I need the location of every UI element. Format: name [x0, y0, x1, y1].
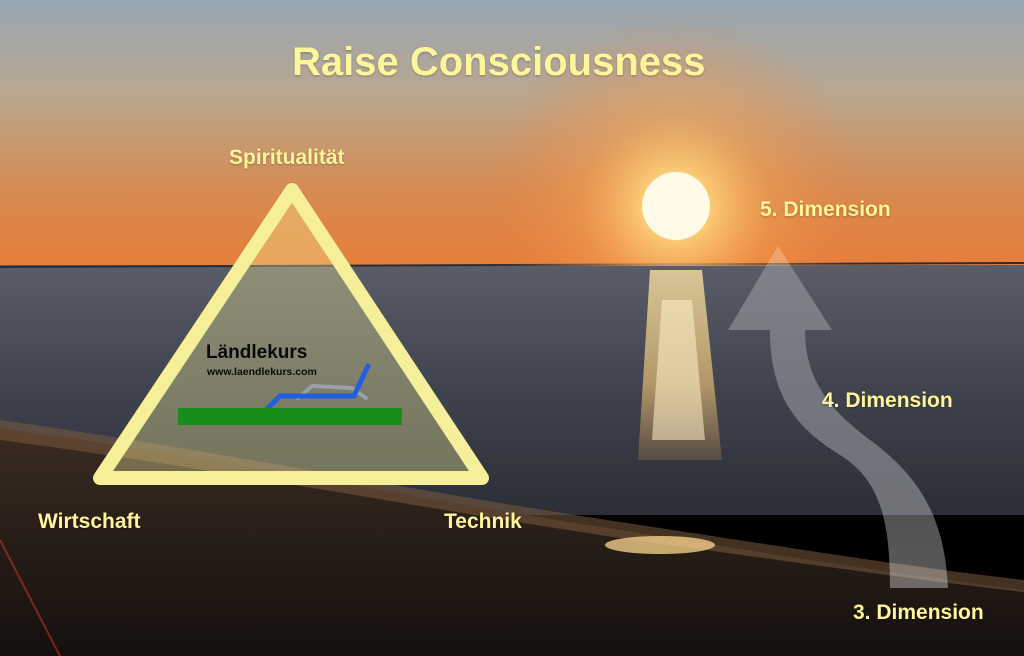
dimension-5-label: 5. Dimension: [760, 198, 891, 221]
triangle-bottom-left-label: Wirtschaft: [38, 510, 141, 533]
triangle-bottom-right-label: Technik: [444, 510, 522, 533]
triangle-top-label: Spiritualität: [229, 146, 345, 169]
logo-bar: [178, 408, 402, 425]
logo-graphic: [178, 363, 402, 425]
logo-name: Ländlekurs: [206, 342, 308, 363]
dimension-arrow: [728, 246, 948, 588]
page-title: Raise Consciousness: [292, 40, 706, 84]
logo-url: www.laendlekurs.com: [207, 366, 317, 378]
dimension-4-label: 4. Dimension: [822, 389, 953, 412]
balance-triangle: [93, 183, 489, 485]
dimension-3-label: 3. Dimension: [853, 601, 984, 624]
